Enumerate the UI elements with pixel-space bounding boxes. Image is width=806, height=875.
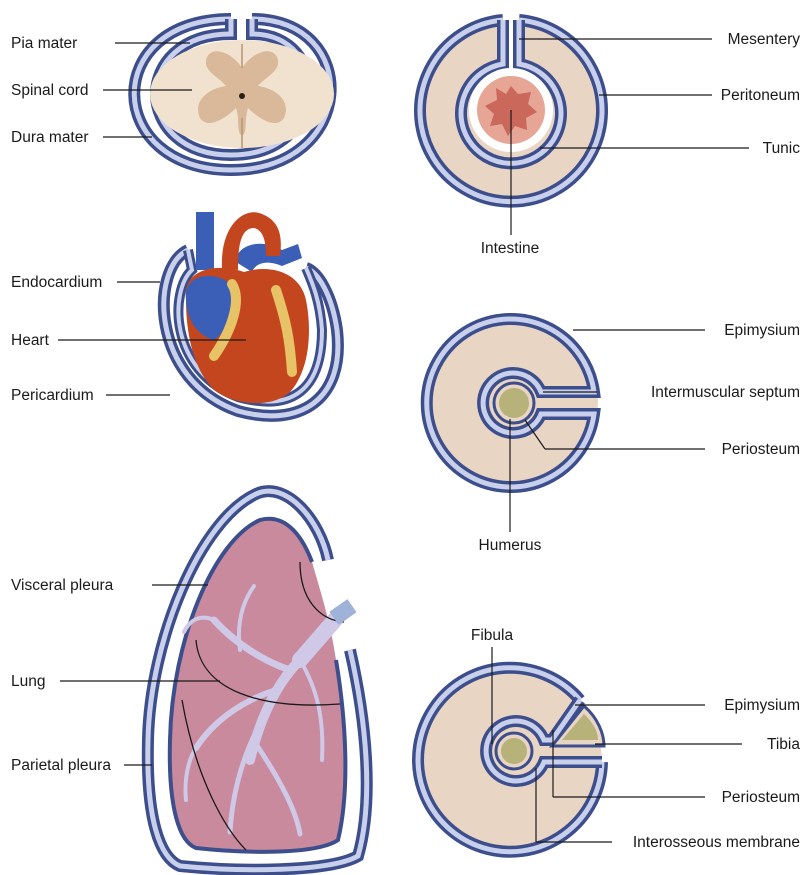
leader-lines bbox=[58, 39, 749, 842]
label-peritoneum: Peritoneum bbox=[721, 87, 800, 104]
label-visceral-pleura: Visceral pleura bbox=[11, 577, 114, 594]
humerus-bone bbox=[499, 388, 529, 418]
label-dura-mater: Dura mater bbox=[11, 129, 89, 146]
central-canal bbox=[239, 93, 245, 99]
label-arm-periosteum: Periosteum bbox=[722, 441, 800, 458]
leg-panel bbox=[418, 668, 604, 852]
label-lung: Lung bbox=[11, 673, 45, 690]
label-mesentery: Mesentery bbox=[728, 31, 801, 48]
heart-panel bbox=[164, 212, 338, 416]
label-pericardium: Pericardium bbox=[11, 387, 94, 404]
label-spinal-cord: Spinal cord bbox=[11, 82, 89, 99]
label-tibia: Tibia bbox=[767, 736, 800, 753]
label-parietal-pleura: Parietal pleura bbox=[11, 757, 111, 774]
label-intermuscular-septum: Intermuscular septum bbox=[651, 384, 800, 401]
spinal-cord-panel bbox=[134, 19, 334, 170]
labels: Pia mater Spinal cord Dura mater Mesente… bbox=[11, 31, 800, 851]
label-fibula: Fibula bbox=[471, 627, 514, 644]
label-leg-epimysium: Epimysium bbox=[724, 697, 800, 714]
arm-panel bbox=[427, 318, 598, 487]
label-tunic: Tunic bbox=[763, 140, 801, 157]
label-endocardium: Endocardium bbox=[11, 274, 102, 291]
label-humerus: Humerus bbox=[479, 537, 542, 554]
label-arm-epimysium: Epimysium bbox=[724, 322, 800, 339]
label-intestine: Intestine bbox=[481, 240, 540, 257]
fibula-bone bbox=[501, 738, 527, 764]
label-pia-mater: Pia mater bbox=[11, 35, 77, 52]
label-heart: Heart bbox=[11, 332, 50, 349]
label-leg-periosteum: Periosteum bbox=[722, 789, 800, 806]
label-interosseous-membrane: Interosseous membrane bbox=[633, 834, 800, 851]
vena-cava bbox=[196, 212, 214, 270]
